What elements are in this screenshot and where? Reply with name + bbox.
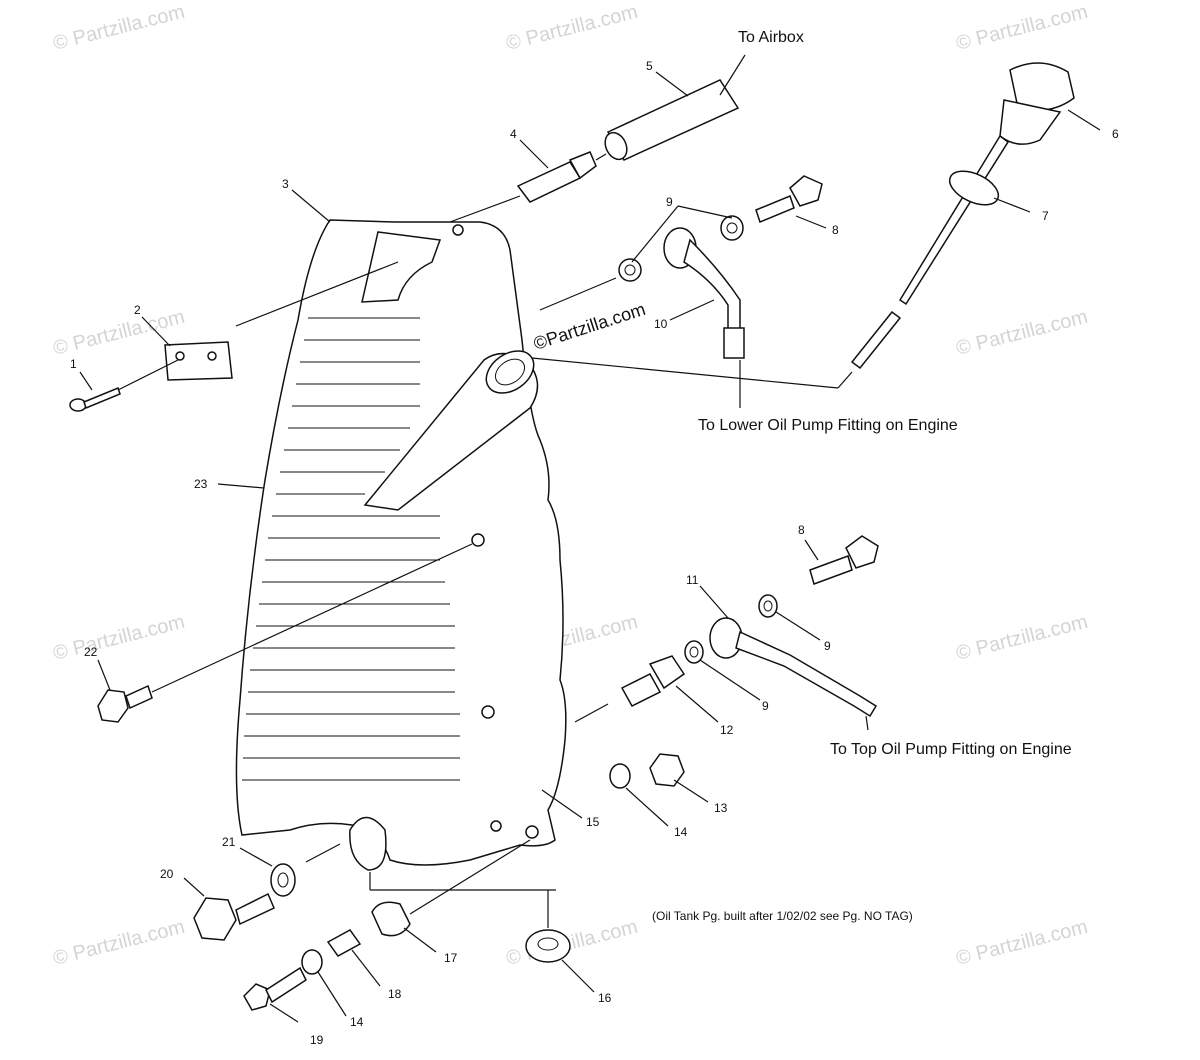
to-lower-oil-pump-label: To Lower Oil Pump Fitting on Engine [698, 417, 958, 434]
callout-14-left: 14 [350, 1015, 364, 1029]
callout-3: 3 [282, 177, 289, 191]
callout-19: 19 [310, 1033, 324, 1047]
callout-5: 5 [646, 59, 653, 73]
callout-8-upper: 8 [832, 223, 839, 237]
washer-part-9 [618, 215, 778, 664]
nut-part-13 [649, 753, 685, 787]
watermark: © Partzilla.com [51, 611, 187, 665]
callout-1: 1 [70, 357, 77, 371]
callout-10: 10 [654, 317, 668, 331]
oil-tank [235, 219, 567, 871]
hose-part-5 [604, 79, 740, 161]
bolt-part-22 [97, 684, 153, 723]
oil-tank-note: (Oil Tank Pg. built after 1/02/02 see Pg… [652, 909, 913, 923]
watermark: © Partzilla.com [504, 916, 640, 970]
bolt-part-8-lower [809, 535, 879, 585]
callout-6: 6 [1112, 127, 1119, 141]
o-ring-part-7 [948, 170, 1000, 206]
callout-4: 4 [510, 127, 517, 141]
callout-8-lower: 8 [798, 523, 805, 537]
banjo-fitting-part-11 [709, 617, 878, 718]
callout-2: 2 [134, 303, 141, 317]
callout-18: 18 [388, 987, 402, 1001]
fitting-part-12 [620, 655, 686, 707]
callout-23: 23 [194, 477, 208, 491]
watermark: © Partzilla.com [954, 611, 1090, 665]
watermark: © Partzilla.com [51, 916, 187, 970]
grommet-part-17 [371, 901, 411, 937]
callout-11: 11 [686, 573, 699, 587]
bracket-part-2 [164, 341, 233, 381]
leader-lines [79, 71, 1101, 1023]
washer-part-14 [301, 763, 631, 975]
center-watermark: ©Partzilla.com [531, 299, 648, 354]
grommet-part-16 [525, 929, 571, 963]
callout-7: 7 [1042, 209, 1049, 223]
callout-9-lower: 9 [762, 699, 769, 713]
watermark: © Partzilla.com [954, 306, 1090, 360]
callout-9-upper: 9 [666, 195, 673, 209]
bolt-part-19 [243, 966, 307, 1011]
watermark: © Partzilla.com [51, 1, 187, 55]
washer-part-21 [270, 863, 296, 897]
fitting-part-4 [516, 151, 597, 203]
to-top-oil-pump-label: To Top Oil Pump Fitting on Engine [830, 741, 1072, 758]
callout-15: 15 [586, 815, 600, 829]
screw-part-1 [69, 387, 121, 412]
watermark: © Partzilla.com [954, 1, 1090, 55]
banjo-fitting-part-10 [663, 227, 745, 359]
watermark: © Partzilla.com [504, 1, 640, 55]
callout-12: 12 [720, 723, 734, 737]
callout-16: 16 [598, 991, 612, 1005]
callout-14-right: 14 [674, 825, 688, 839]
bolt-part-8-upper [755, 175, 823, 223]
bolt-part-20 [193, 892, 275, 941]
callout-9-right: 9 [824, 639, 831, 653]
watermark: © Partzilla.com [954, 916, 1090, 970]
sleeve-part-18 [326, 929, 362, 957]
callout-20: 20 [160, 867, 174, 881]
callout-13: 13 [714, 801, 728, 815]
callout-22: 22 [84, 645, 98, 659]
callout-17: 17 [444, 951, 458, 965]
callout-21: 21 [222, 835, 236, 849]
to-airbox-label: To Airbox [738, 29, 804, 46]
callout-numbers: 1 2 3 4 5 6 7 8 8 9 9 9 10 11 12 13 14 1… [70, 59, 1119, 1047]
